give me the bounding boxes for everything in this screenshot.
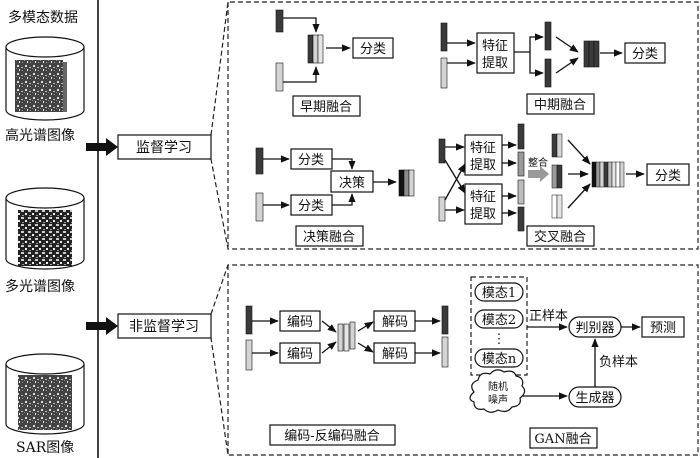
unsupervised-learning-label: 非监督学习: [129, 319, 199, 335]
middle-fusion: 特征 提取 分类 中期融合: [440, 21, 666, 115]
early-classify-box: 分类: [360, 42, 386, 57]
modality-n: 模态n: [482, 352, 517, 367]
encode-box-1: 编码: [287, 315, 313, 330]
source-hyperspectral: 高光谱图像: [5, 36, 85, 144]
source-label: SAR图像: [16, 440, 74, 456]
unsupervised-panel: [210, 264, 699, 456]
cross-feature-1b: 提取: [470, 157, 496, 173]
positive-sample-label: 正样本: [529, 309, 568, 324]
noise-label-2: 噪声: [488, 393, 508, 406]
middle-classify-box: 分类: [632, 47, 658, 62]
decision-classify-box-1: 分类: [298, 153, 324, 168]
multispectral-image-thumbnail: [18, 210, 72, 266]
negative-sample-label: 负样本: [599, 355, 638, 370]
source-sar: SAR图像: [5, 353, 85, 456]
cross-fusion-title: 交叉融合: [534, 229, 586, 245]
cross-feature-2b: 提取: [470, 206, 496, 222]
autoencoder-fusion: 编码 编码 解码 解码 编码-反编码融合: [245, 305, 449, 446]
sources-title: 多模态数据: [8, 9, 78, 26]
decision-fusion-title: 决策融合: [303, 229, 355, 245]
decode-box-1: 解码: [382, 315, 408, 330]
source-multispectral: 多光谱图像: [5, 187, 85, 295]
cross-feature-2: 特征: [470, 190, 496, 205]
feature-extract-label: 特征: [482, 39, 508, 54]
supervised-branch[interactable]: 监督学习: [86, 134, 212, 160]
source-label: 高光谱图像: [5, 127, 75, 144]
sar-image-thumbnail: [18, 375, 72, 430]
modality-2: 模态2: [482, 313, 516, 328]
cross-feature-1: 特征: [470, 141, 496, 156]
thick-arrow-icon: [86, 317, 118, 335]
source-label: 多光谱图像: [5, 278, 75, 295]
middle-fusion-title: 中期融合: [534, 98, 586, 113]
supervised-learning-label: 监督学习: [136, 140, 192, 156]
discriminator-node: 判别器: [575, 321, 614, 336]
modality-ellipsis: ⋮: [493, 332, 506, 347]
sources-column: 多模态数据 高光谱图像 多光谱图像 SAR图像: [5, 0, 99, 458]
encode-box-2: 编码: [287, 347, 313, 362]
modalities-group: [470, 276, 528, 376]
hyperspectral-image-thumbnail: [15, 60, 63, 112]
integrate-arrow-icon: [528, 166, 549, 182]
cross-fusion: 特征 提取 特征 提取 整合 分类 交叉融合: [438, 123, 690, 247]
integrate-label: 整合: [528, 156, 548, 169]
supervised-panel: [210, 1, 699, 250]
decision-fusion: 分类 分类 决策 决策融合: [255, 147, 415, 247]
early-fusion-title: 早期融合: [300, 100, 352, 115]
feature-extract-label-2: 提取: [482, 55, 508, 71]
unsupervised-branch[interactable]: 非监督学习: [86, 313, 212, 339]
early-fusion: 分类 早期融合: [275, 9, 394, 117]
modality-1: 模态1: [482, 286, 516, 301]
generator-node: 生成器: [575, 391, 614, 406]
decide-box: 决策: [339, 175, 365, 191]
gan-fusion-title: GAN融合: [534, 432, 591, 447]
decision-classify-box-2: 分类: [298, 199, 324, 214]
thick-arrow-icon: [86, 138, 118, 156]
random-noise-cloud-icon: [469, 369, 526, 413]
predict-box: 预测: [650, 321, 676, 336]
gan-fusion: 模态1 模态2 ⋮ 模态n 正样本 判别器 预测 负样本 生成器 随机 噪声 G…: [469, 276, 685, 449]
autoencoder-fusion-title: 编码-反编码融合: [284, 429, 379, 444]
decode-box-2: 解码: [382, 347, 408, 362]
noise-label-1: 随机: [488, 380, 508, 393]
cross-classify-box: 分类: [655, 169, 681, 184]
